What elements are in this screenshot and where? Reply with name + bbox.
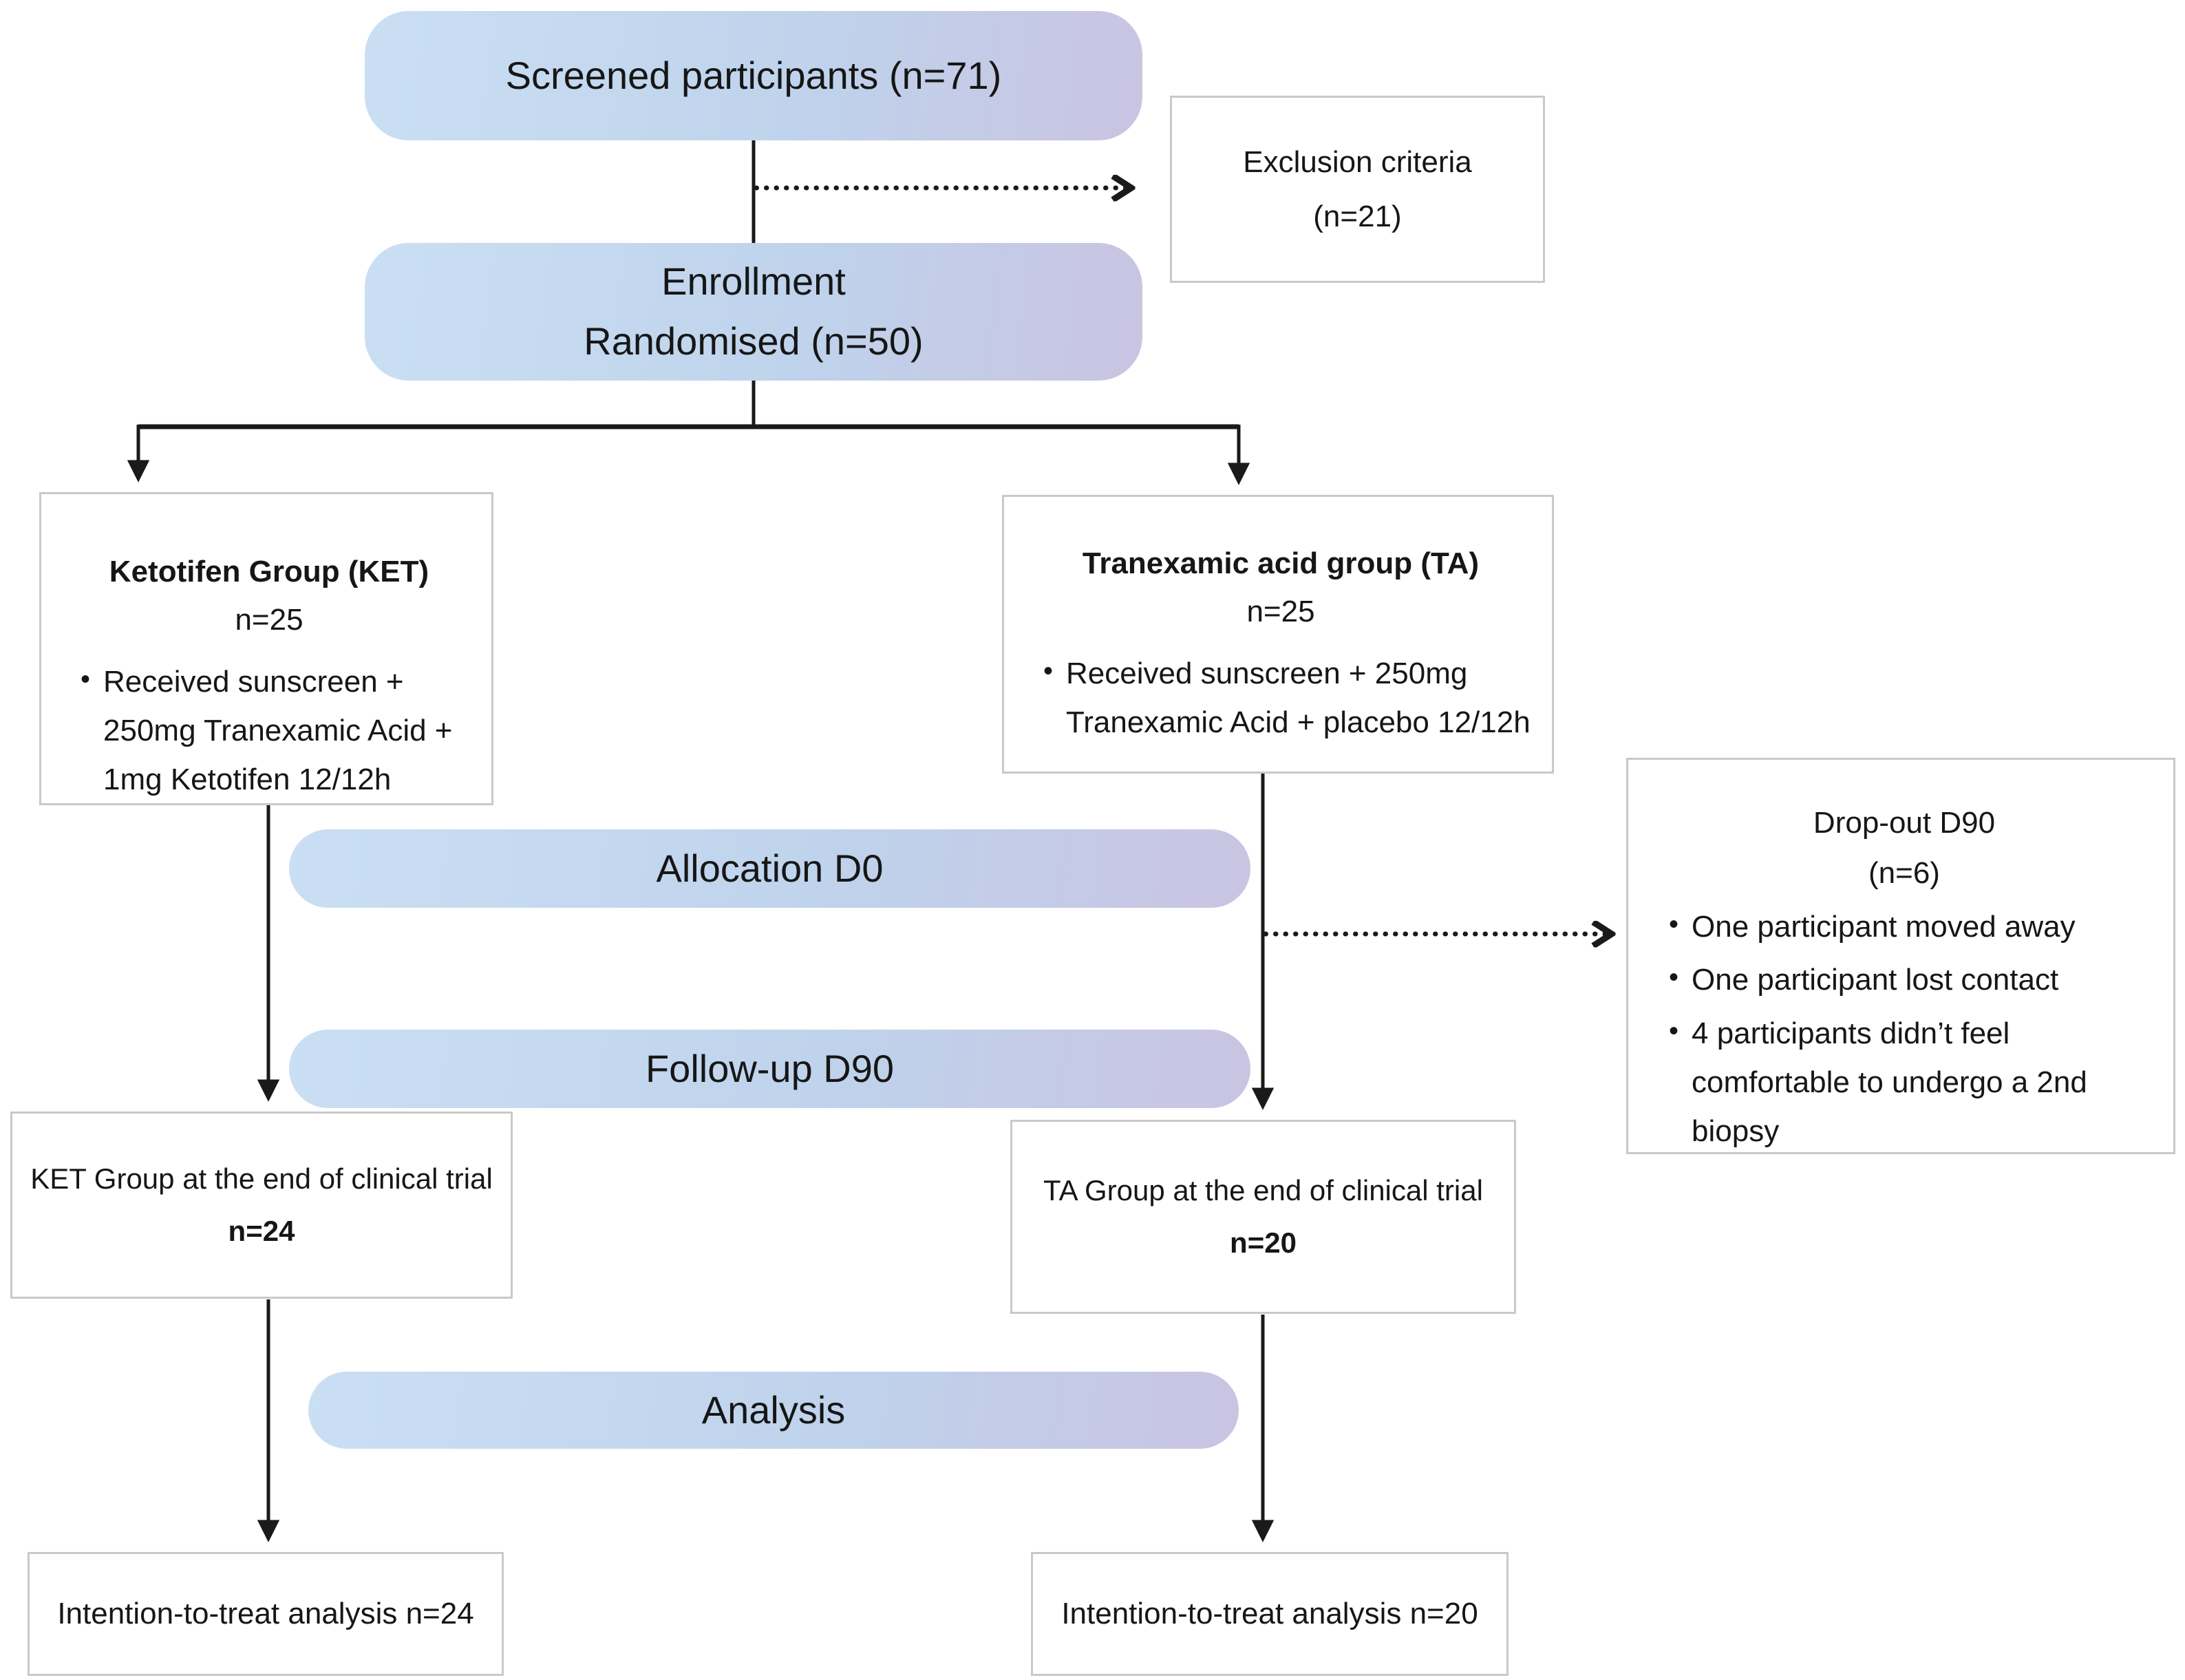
ket-group-bullet-text: Received sunscreen + 250mg Tranexamic Ac… xyxy=(103,664,453,797)
bullet-icon: • xyxy=(1668,909,1678,940)
dropout-bullet-item: • 4 participants didn’t feel comfortable… xyxy=(1656,1009,2153,1156)
ta-group-bullet-item: • Received sunscreen + 250mg Tranexamic … xyxy=(1030,649,1531,747)
ta-group-title: Tranexamic acid group (TA) xyxy=(1082,546,1480,580)
enrollment-randomised-pill: Enrollment Randomised (n=50) xyxy=(365,243,1142,381)
dropout-bullet-text: One participant moved away xyxy=(1692,910,2076,944)
ketotifen-group-box: Ketotifen Group (KET) n=25 • Received su… xyxy=(39,492,493,805)
bullet-icon: • xyxy=(1668,1015,1678,1046)
ket-end-of-trial-box: KET Group at the end of clinical trial n… xyxy=(10,1112,513,1299)
analysis-label: Analysis xyxy=(701,1387,846,1432)
ta-end-n: n=20 xyxy=(1230,1226,1297,1259)
ta-group-bullet-text: Received sunscreen + 250mg Tranexamic Ac… xyxy=(1066,656,1531,740)
ta-end-label: TA Group at the end of clinical trial xyxy=(1043,1174,1483,1207)
itt-analysis-ta-box: Intention-to-treat analysis n=20 xyxy=(1031,1552,1509,1676)
screened-participants-pill: Screened participants (n=71) xyxy=(365,11,1142,140)
ket-group-n: n=25 xyxy=(235,603,303,637)
tranexamic-group-box: Tranexamic acid group (TA) n=25 • Receiv… xyxy=(1002,495,1554,774)
ket-group-title: Ketotifen Group (KET) xyxy=(109,555,429,588)
exclusion-criteria-count: (n=21) xyxy=(1313,200,1402,233)
screened-participants-label: Screened participants (n=71) xyxy=(505,53,1002,97)
enrollment-label: Enrollment xyxy=(661,259,846,304)
exclusion-criteria-box: Exclusion criteria (n=21) xyxy=(1170,96,1545,283)
ta-end-of-trial-box: TA Group at the end of clinical trial n=… xyxy=(1010,1120,1516,1314)
dropout-title: Drop-out D90 xyxy=(1813,806,1996,840)
ket-end-label: KET Group at the end of clinical trial xyxy=(30,1162,493,1195)
bullet-icon: • xyxy=(1668,962,1678,993)
ta-group-n: n=25 xyxy=(1246,595,1315,629)
itt-ta-label: Intention-to-treat analysis n=20 xyxy=(1061,1597,1478,1630)
ket-end-n: n=24 xyxy=(228,1215,295,1247)
randomised-count-label: Randomised (n=50) xyxy=(584,319,924,363)
dropout-d90-box: Drop-out D90 (n=6) • One participant mov… xyxy=(1626,758,2175,1154)
allocation-d0-label: Allocation D0 xyxy=(656,846,884,890)
dropout-bullet-text: 4 participants didn’t feel comfortable t… xyxy=(1692,1016,2087,1149)
dropout-bullet-item: • One participant lost contact xyxy=(1656,955,2153,1004)
followup-d90-pill: Follow-up D90 xyxy=(289,1030,1250,1108)
dropout-bullet-item: • One participant moved away xyxy=(1656,902,2153,951)
exclusion-criteria-label: Exclusion criteria xyxy=(1243,145,1472,179)
ket-group-bullet-item: • Received sunscreen + 250mg Tranexamic … xyxy=(67,657,471,805)
dropout-bullet-text: One participant lost contact xyxy=(1692,963,2059,997)
allocation-d0-pill: Allocation D0 xyxy=(289,829,1250,908)
itt-analysis-ket-box: Intention-to-treat analysis n=24 xyxy=(28,1552,504,1676)
dropout-count: (n=6) xyxy=(1868,855,1940,890)
itt-ket-label: Intention-to-treat analysis n=24 xyxy=(57,1597,474,1630)
analysis-pill: Analysis xyxy=(308,1372,1239,1449)
followup-d90-label: Follow-up D90 xyxy=(645,1046,895,1090)
bullet-icon: • xyxy=(80,663,90,694)
bullet-icon: • xyxy=(1043,655,1053,686)
